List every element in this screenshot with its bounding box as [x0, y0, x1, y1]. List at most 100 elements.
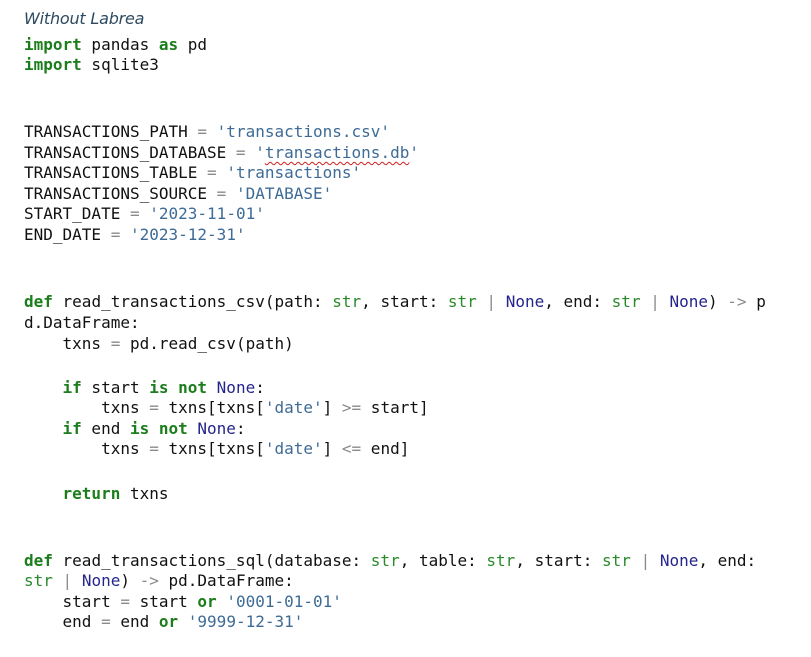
code-token-plain [496, 292, 506, 311]
code-token-kw: def [24, 551, 53, 570]
code-token-plain: pd.read_csv(path) [120, 334, 294, 353]
code-token-plain: p [746, 292, 766, 311]
code-token-plain: txns [24, 439, 150, 458]
code-token-plain [217, 592, 227, 611]
code-token-kw: or [158, 612, 179, 631]
code-token-const: None [197, 419, 236, 438]
code-token-op: = [197, 122, 208, 141]
code-token-kw: import [24, 55, 82, 74]
code-line: TRANSACTIONS_DATABASE = 'transactions.db… [24, 143, 419, 163]
code-token-str: 'date' [264, 398, 323, 417]
code-token-plain: txns[txns[ [158, 398, 265, 417]
code-token-plain: start [129, 592, 198, 611]
code-line: end = end or '9999-12-31' [24, 612, 304, 632]
code-token-str: '2023-12-31' [129, 225, 246, 244]
code-token-plain: : [235, 419, 246, 438]
code-token-op: = [149, 439, 159, 458]
code-token-plain [207, 378, 217, 397]
code-line: d.DataFrame: [24, 313, 140, 333]
code-token-type: str [602, 551, 631, 570]
code-token-plain [24, 419, 63, 438]
code-token-plain: txns [24, 398, 150, 417]
code-token-plain [207, 122, 217, 141]
code-token-plain: start [81, 378, 150, 397]
code-token-const: None [669, 292, 709, 311]
code-token-plain: TRANSACTIONS_PATH [24, 122, 198, 141]
code-token-op: | [62, 571, 73, 590]
code-token-plain: pandas [81, 35, 159, 54]
spellcheck-flagged-token: transactions.db [264, 143, 410, 162]
code-token-plain: read_transactions_csv(path: [52, 292, 333, 311]
code-token-plain: ] [322, 398, 342, 417]
code-token-type: str [332, 292, 362, 311]
code-token-plain: d.DataFrame: [24, 313, 140, 332]
code-token-plain: , table: [399, 551, 487, 570]
code-token-plain: txns [24, 334, 111, 353]
code-token-plain: TRANSACTIONS_TABLE [24, 163, 208, 182]
code-token-plain [120, 225, 130, 244]
code-token-op: = [216, 184, 227, 203]
code-token-kw: import [24, 35, 82, 54]
code-line: txns = pd.read_csv(path) [24, 334, 294, 354]
code-token-type: str [370, 551, 400, 570]
code-token-str: 'date' [264, 439, 323, 458]
code-token-plain: read_transactions_sql(database: [52, 551, 371, 570]
code-token-str: 'DATABASE' [235, 184, 333, 203]
code-token-type: str [447, 292, 477, 311]
code-token-str: '2023-11-01' [149, 204, 265, 223]
code-token-plain: , end: [544, 292, 612, 311]
code-token-op: = [129, 204, 140, 223]
code-token-plain [178, 612, 188, 631]
code-token-str: '9999-12-31' [187, 612, 304, 631]
code-token-str: 'transactions' [226, 163, 362, 182]
code-token-plain: pd [178, 35, 208, 54]
code-line: return txns [24, 484, 169, 504]
code-token-kw: is not [129, 419, 188, 438]
code-token-plain [226, 184, 236, 203]
code-token-op: | [650, 292, 660, 311]
code-token-op: -> [139, 571, 159, 590]
code-token-plain [217, 163, 227, 182]
code-token-str: ' [255, 143, 265, 162]
code-token-op: >= [341, 398, 362, 417]
code-token-op: <= [341, 439, 362, 458]
code-token-op: | [640, 551, 651, 570]
code-token-plain: START_DATE [24, 204, 130, 223]
code-token-const: None [216, 378, 256, 397]
code-token-plain: end] [361, 439, 410, 458]
code-token-kw: as [158, 35, 179, 54]
code-token-op: = [110, 334, 121, 353]
code-line: def read_transactions_csv(path: str, sta… [24, 292, 766, 312]
code-token-plain: TRANSACTIONS_DATABASE [24, 143, 236, 162]
code-line: TRANSACTIONS_TABLE = 'transactions' [24, 163, 361, 183]
code-token-op: = [235, 143, 246, 162]
code-line: TRANSACTIONS_SOURCE = 'DATABASE' [24, 184, 332, 204]
code-token-plain [660, 292, 670, 311]
code-token-plain: : [255, 378, 265, 397]
code-token-str: 'transactions.csv' [216, 122, 391, 141]
code-token-plain: start] [361, 398, 429, 417]
code-token-plain [641, 292, 651, 311]
code-token-op: = [110, 225, 121, 244]
code-token-plain [188, 419, 198, 438]
code-token-type: str [24, 571, 53, 590]
code-token-plain: ) [120, 571, 140, 590]
code-line: if start is not None: [24, 378, 265, 398]
code-token-plain [140, 204, 150, 223]
code-line: import pandas as pd [24, 35, 207, 55]
code-line: if end is not None: [24, 419, 246, 439]
section-title: Without Labrea [24, 9, 145, 28]
code-token-str: ' [409, 143, 419, 162]
code-token-const: None [659, 551, 699, 570]
code-token-plain [650, 551, 660, 570]
code-token-kw: is not [149, 378, 208, 397]
code-token-type: str [611, 292, 641, 311]
code-line: txns = txns[txns['date'] <= end] [24, 439, 409, 459]
code-token-plain: , start: [361, 292, 448, 311]
code-token-plain: ] [322, 439, 342, 458]
code-token-plain [53, 571, 63, 590]
code-token-kw: if [62, 378, 82, 397]
code-token-plain: txns[txns[ [158, 439, 265, 458]
code-line: START_DATE = '2023-11-01' [24, 204, 265, 224]
code-token-plain: , end: [698, 551, 757, 570]
